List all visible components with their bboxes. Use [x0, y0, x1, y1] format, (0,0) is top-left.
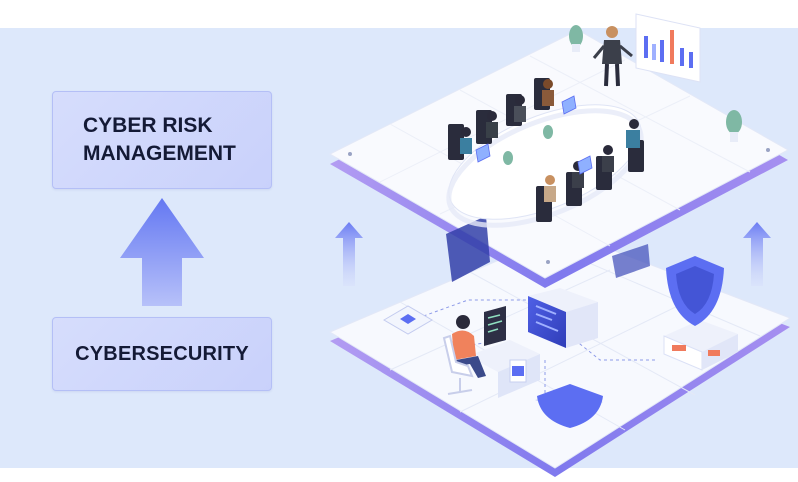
shield-icon: [535, 384, 603, 428]
up-arrow-icon: [335, 222, 363, 286]
bar-chart-icon: [635, 13, 701, 83]
conference-table: [446, 104, 644, 228]
cyber-risk-management-label: CYBER RISK MANAGEMENT: [83, 114, 236, 165]
developer-person: [452, 315, 486, 378]
laptops: [475, 95, 593, 175]
developer-desk: [468, 306, 540, 398]
server-icon: [528, 288, 598, 348]
security-computer: [663, 320, 738, 371]
presenter: [592, 26, 633, 87]
plant-icon: [503, 25, 742, 165]
up-arrow-icon: [120, 198, 204, 306]
network-lines: [417, 299, 655, 395]
office-chair: [442, 334, 474, 395]
shield-icon: [666, 256, 724, 326]
chip-icon: [383, 305, 433, 335]
platform-connector: [446, 216, 650, 282]
cybersecurity-box: CYBERSECURITY: [52, 317, 272, 391]
cybersecurity-label: CYBERSECURITY: [75, 343, 249, 365]
up-arrow-icon: [743, 222, 771, 286]
isometric-illustration: [328, 13, 792, 477]
cyber-risk-management-box: CYBER RISK MANAGEMENT: [52, 91, 272, 189]
meeting-attendees: [448, 78, 644, 222]
